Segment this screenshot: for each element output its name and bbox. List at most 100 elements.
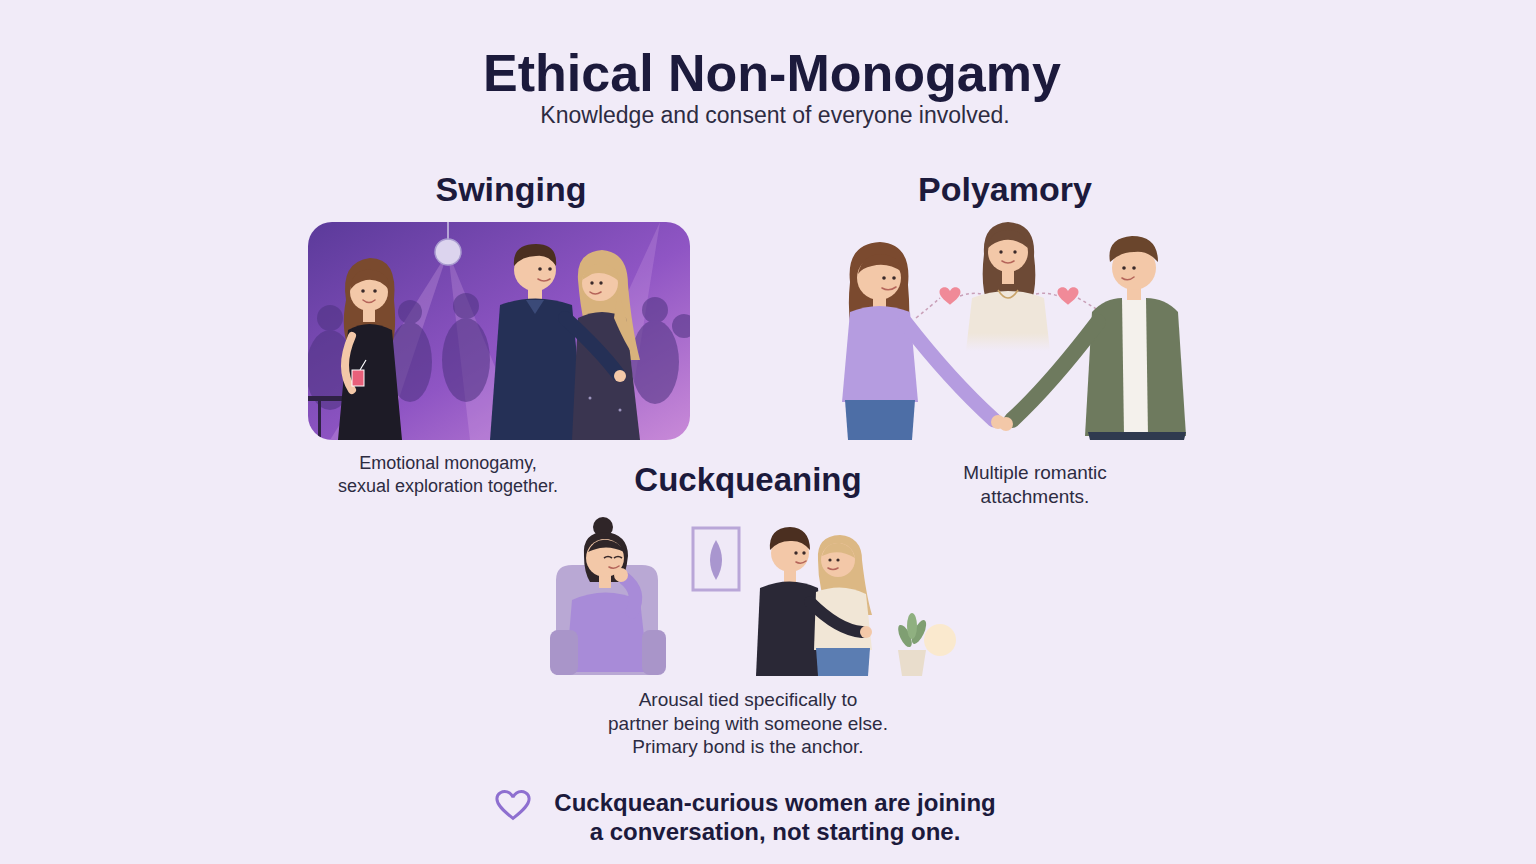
eye: [599, 281, 602, 284]
leaf: [1466, 789, 1509, 825]
soft-blob: [1190, 620, 1536, 864]
smile: [1002, 261, 1014, 263]
sparkle-icon: [88, 218, 127, 257]
category-circle: SwingingEmotional monogamy, sexual explo…: [262, 135, 760, 575]
connection-line: [960, 293, 982, 296]
armchair-arm: [642, 630, 666, 675]
eye: [1132, 266, 1136, 270]
hand: [614, 568, 628, 582]
head: [821, 543, 855, 577]
category-heading: Polyamory: [855, 170, 1155, 209]
umbrella-region-outline: [190, 2, 1332, 864]
woman-figure: [966, 222, 1050, 351]
dot: [1412, 199, 1424, 211]
hair: [858, 254, 902, 274]
eye: [836, 558, 839, 561]
leaf: [1500, 672, 1527, 718]
club-scene: [308, 222, 690, 440]
embracing-arm: [810, 602, 862, 632]
hair: [1109, 236, 1158, 262]
leaf: [1336, 537, 1369, 582]
smile: [1122, 277, 1134, 280]
hair: [350, 270, 389, 290]
category-description: Multiple romantic attachments.: [940, 461, 1130, 509]
crowd-head: [453, 293, 479, 319]
leaf: [143, 592, 188, 625]
smile: [882, 287, 896, 290]
picture-frame: [693, 528, 739, 590]
category-circle-shape: [528, 408, 968, 788]
hand: [999, 417, 1013, 431]
hair: [584, 532, 628, 582]
diagram-title: Ethical Non-Monogamy: [362, 44, 1182, 104]
eye: [794, 551, 797, 554]
jeans: [1088, 432, 1186, 440]
heart-icon: [940, 287, 961, 304]
sequin: [589, 397, 592, 400]
leaf: [106, 599, 139, 644]
leaf: [9, 672, 36, 718]
leaf: [81, 702, 119, 744]
dot: [134, 287, 140, 293]
woman-figure: [814, 535, 872, 676]
umbrella-region: Ethical Non-MonogamyKnowledge and consen…: [190, 2, 1332, 864]
black-dress: [338, 324, 402, 440]
jeans: [845, 400, 915, 440]
eye: [604, 557, 612, 559]
leaf: [1440, 675, 1486, 702]
leaf: [1349, 592, 1394, 625]
leaf: [1419, 556, 1446, 602]
leaf: [90, 556, 117, 602]
soft-glow: [520, 400, 976, 796]
smile: [590, 292, 601, 294]
arm: [1012, 322, 1098, 420]
smile: [538, 279, 550, 281]
eye: [1013, 250, 1016, 253]
footnote: Cuckquean-curious women are joining a co…: [549, 789, 1001, 847]
dot: [93, 166, 101, 174]
disco-ball-cord: [447, 222, 449, 239]
arm: [624, 578, 636, 612]
leaf: [1417, 702, 1455, 744]
hair: [582, 264, 620, 282]
disco-ball: [435, 239, 461, 265]
leaf: [1437, 760, 1473, 803]
arm: [905, 322, 994, 420]
eye: [614, 557, 622, 559]
crowd-head: [642, 297, 668, 323]
category-description: Arousal tied specifically to partner bei…: [606, 688, 890, 759]
eye: [892, 276, 896, 280]
hair: [588, 540, 624, 552]
hand: [614, 370, 626, 382]
lamp-glow: [924, 624, 956, 656]
club-backdrop: [308, 222, 690, 440]
heart-icon: [1398, 82, 1437, 115]
eye: [802, 551, 805, 554]
collar: [526, 300, 544, 314]
eye: [882, 276, 886, 280]
hair: [614, 290, 636, 360]
leaf: [1427, 662, 1465, 704]
woman-figure: [572, 250, 640, 440]
leaf-spray: [1336, 537, 1536, 864]
leaf: [56, 616, 80, 662]
straw: [360, 360, 366, 370]
subtitle: Knowledge and consent of everyone involv…: [415, 102, 1135, 130]
eye: [548, 267, 552, 271]
sparkle-icon: [1364, 129, 1392, 157]
woman-figure: [338, 258, 402, 440]
crowd-body: [442, 318, 490, 402]
cuckqueaning-scene: [550, 517, 956, 676]
heart-icon: [121, 109, 166, 146]
connection-line: [916, 298, 940, 318]
hair: [514, 244, 556, 266]
leaf: [50, 675, 96, 702]
woman-figure: [566, 517, 648, 672]
leaf: [110, 647, 152, 685]
smile: [796, 561, 806, 563]
cream-sweater: [966, 291, 1050, 351]
eye: [1122, 266, 1126, 270]
